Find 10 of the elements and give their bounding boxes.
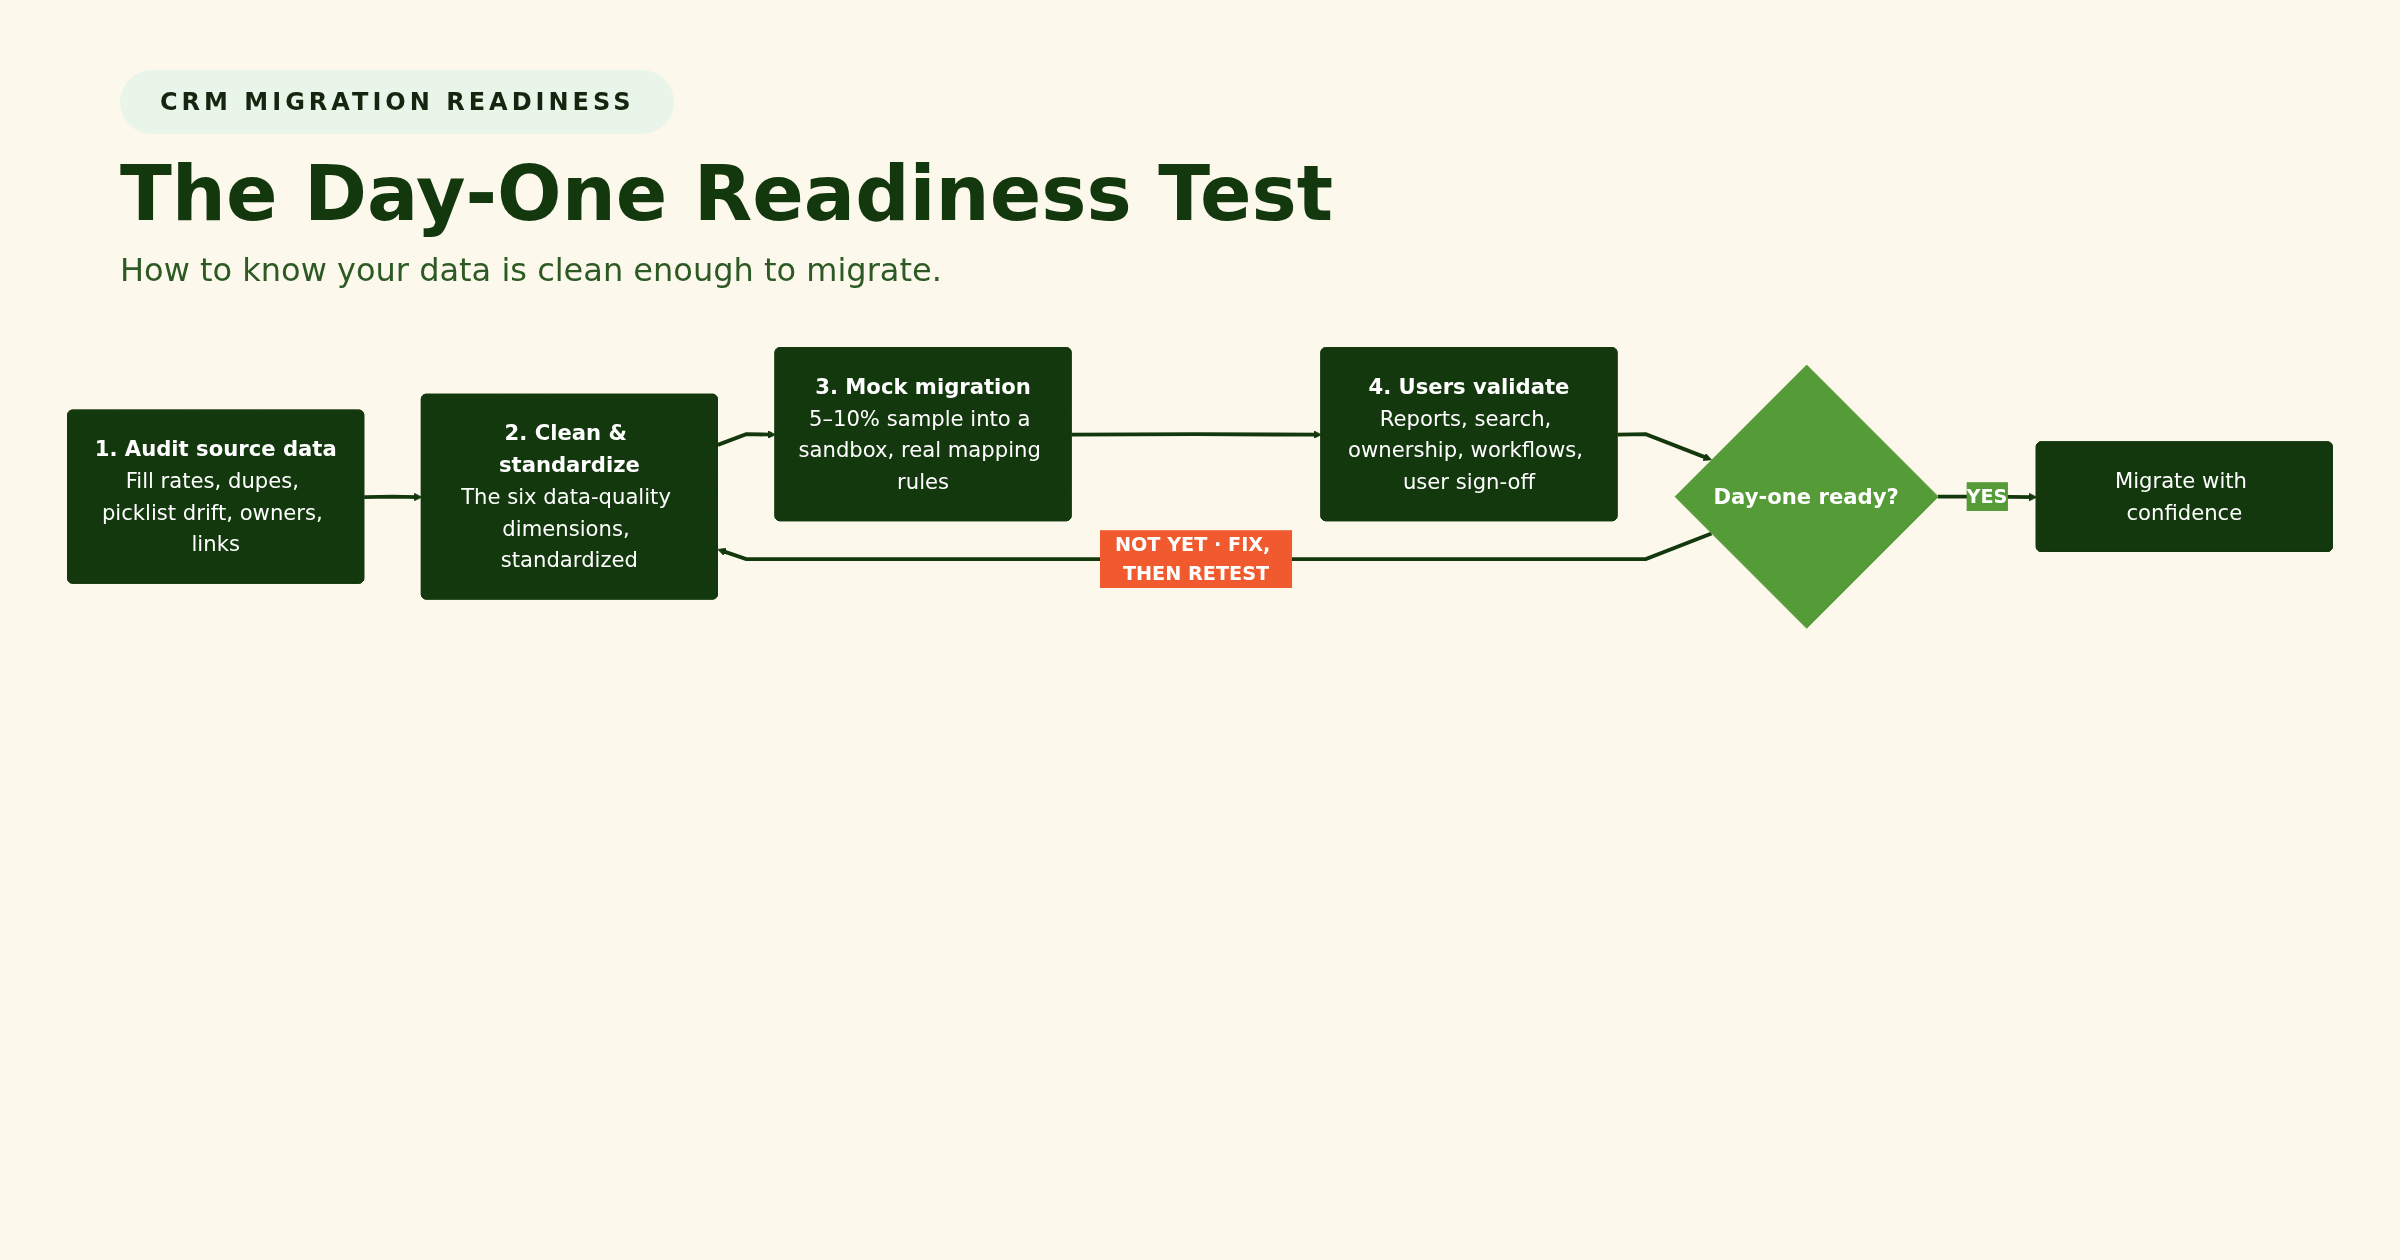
subtitle: How to know your data is clean enough to migrate. bbox=[120, 251, 943, 290]
node-diamond: Day-one ready? bbox=[1674, 364, 1939, 629]
arrow bbox=[1071, 430, 1322, 439]
kicker-label: CRM MIGRATION READINESS bbox=[120, 70, 675, 134]
title: The Day-One Readiness Test bbox=[120, 150, 1335, 238]
edge-label: NOT YET · FIX, THEN RETEST bbox=[1114, 533, 1271, 586]
edge-label: YES bbox=[1966, 485, 2008, 509]
arrow bbox=[1617, 432, 1712, 461]
arrow bbox=[717, 430, 776, 447]
arrow bbox=[364, 492, 423, 502]
